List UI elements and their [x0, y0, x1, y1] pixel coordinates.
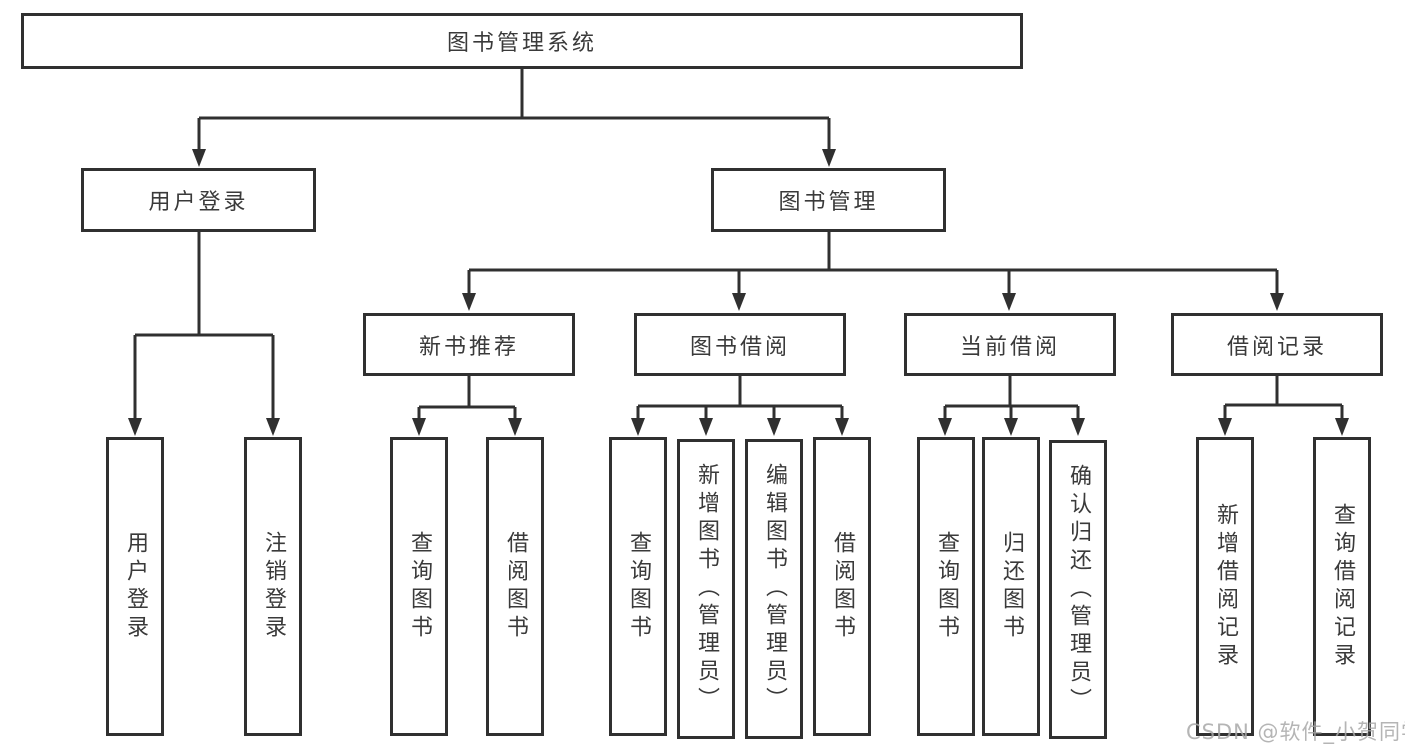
leaf-borrow-books-recommend: 借阅图书 — [486, 437, 544, 736]
leaf-label: 查询图书 — [407, 530, 432, 643]
leaf-query-books-current: 查询图书 — [917, 437, 975, 736]
leaf-confirm-return-admin: 确认归还（管理员） — [1049, 440, 1107, 739]
leaf-label: 查询借阅记录 — [1330, 502, 1355, 671]
node-book-borrowing: 图书借阅 — [634, 313, 846, 376]
leaf-label: 编辑图书（管理员） — [762, 463, 787, 715]
leaf-return-books: 归还图书 — [982, 437, 1040, 736]
csdn-watermark: CSDN @软件_小贺同学 — [1186, 720, 1405, 744]
leaf-label: 查询图书 — [626, 530, 651, 643]
leaf-query-books-recommend: 查询图书 — [390, 437, 448, 736]
leaf-borrow-books: 借阅图书 — [813, 437, 871, 736]
leaf-label: 新增图书（管理员） — [694, 463, 719, 715]
node-current-borrowing: 当前借阅 — [904, 313, 1116, 376]
node-label: 当前借阅 — [959, 334, 1060, 360]
leaf-label: 确认归还（管理员） — [1066, 463, 1091, 716]
leaf-label: 借阅图书 — [503, 530, 528, 643]
leaf-user-login: 用户登录 — [106, 437, 164, 736]
node-label: 新书推荐 — [418, 334, 519, 360]
node-label: 图书借阅 — [689, 334, 790, 360]
leaf-edit-books-admin: 编辑图书（管理员） — [745, 439, 803, 739]
leaf-add-borrow-record: 新增借阅记录 — [1196, 437, 1254, 736]
node-label: 图书管理系统 — [446, 31, 597, 56]
leaf-query-books-borrowing: 查询图书 — [609, 437, 667, 736]
node-user-login: 用户登录 — [81, 168, 316, 232]
node-borrowing-records: 借阅记录 — [1171, 313, 1383, 376]
leaf-label: 借阅图书 — [830, 530, 855, 643]
node-label: 用户登录 — [148, 190, 249, 215]
leaf-label: 查询图书 — [934, 530, 959, 643]
leaf-label: 用户登录 — [123, 530, 148, 643]
leaf-label: 注销登录 — [261, 530, 286, 643]
node-label: 借阅记录 — [1226, 334, 1327, 360]
leaf-add-books-admin: 新增图书（管理员） — [677, 439, 735, 739]
arrowheads — [128, 149, 1349, 436]
node-new-book-recommendation: 新书推荐 — [363, 313, 575, 376]
node-label: 图书管理 — [778, 190, 879, 215]
leaf-query-borrow-record: 查询借阅记录 — [1313, 437, 1371, 736]
node-root-book-management-system: 图书管理系统 — [21, 13, 1023, 69]
leaf-label: 归还图书 — [999, 530, 1024, 643]
node-book-management: 图书管理 — [711, 168, 946, 232]
leaf-label: 新增借阅记录 — [1213, 502, 1238, 671]
leaf-logout: 注销登录 — [244, 437, 302, 736]
